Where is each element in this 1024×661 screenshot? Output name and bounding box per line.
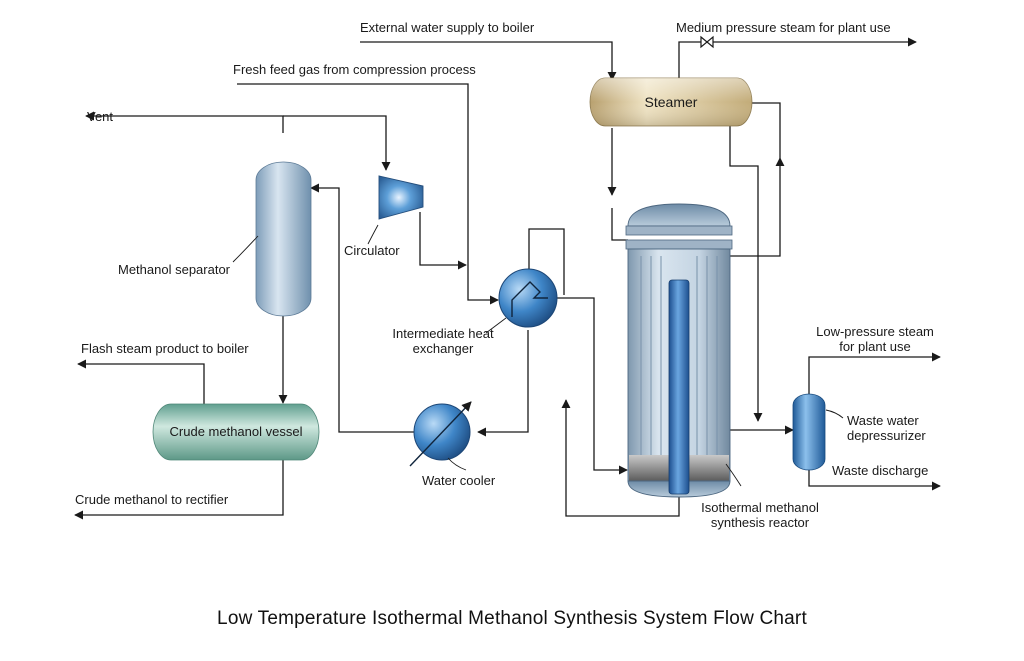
exchanger-to-cooler-line <box>477 330 529 437</box>
water-cooler <box>409 401 472 467</box>
intermediate-hx-label-line2: exchanger <box>412 341 474 356</box>
intermediate-hx-label-line1: Intermediate heat <box>392 326 494 341</box>
isothermal-reactor <box>625 203 733 498</box>
intermediate-heat-exchanger <box>498 268 558 328</box>
waste-water-label-line2: depressurizer <box>847 428 926 443</box>
waste-water-label-line1: Waste water <box>847 413 919 428</box>
exchanger-to-reactor-line <box>556 297 628 475</box>
cooler-to-separator-line <box>310 183 414 433</box>
vent-label: Vent <box>87 109 114 124</box>
steamer-to-reactor-line <box>611 208 628 241</box>
methanol-separator-label: Methanol separator <box>118 262 231 277</box>
waste-discharge-label: Waste discharge <box>832 463 929 478</box>
steamer <box>589 77 753 127</box>
fresh-feed-line <box>237 83 499 305</box>
intermediate-hx-label: Intermediate heat exchanger <box>378 326 508 356</box>
reactor-label: Isothermal methanol synthesis reactor <box>690 500 830 530</box>
reactor-label-line1: Isothermal methanol <box>701 500 819 515</box>
steamer-label: Steamer <box>644 94 698 110</box>
waste-water-depressurizer-label: Waste water depressurizer <box>847 413 926 443</box>
circulator-to-exchanger-line <box>419 212 467 270</box>
methanol-separator <box>255 161 312 317</box>
circulator-label: Circulator <box>344 243 400 258</box>
flash-steam-label: Flash steam product to boiler <box>81 341 249 356</box>
waste-discharge-line <box>808 468 941 491</box>
external-water-line <box>360 41 617 81</box>
medium-steam-line <box>678 37 917 78</box>
circulator <box>378 175 424 220</box>
low-pressure-steam-label-line1: Low-pressure steam <box>816 324 934 339</box>
process-lines <box>74 37 941 520</box>
steamer-to-depressurizer-line <box>729 125 763 422</box>
leader-lines <box>232 224 844 487</box>
low-pressure-steam-line <box>808 352 941 398</box>
crude-to-rectifier-label: Crude methanol to rectifier <box>75 492 229 507</box>
low-pressure-steam-label-line2: for plant use <box>839 339 911 354</box>
waste-water-depressurizer <box>792 393 826 471</box>
riser-to-steamer-line <box>752 102 781 158</box>
water-cooler-label: Water cooler <box>422 473 496 488</box>
diagram-title: Low Temperature Isothermal Methanol Synt… <box>217 608 807 629</box>
low-pressure-steam-label: Low-pressure steam for plant use <box>800 324 950 354</box>
reactor-label-line2: synthesis reactor <box>710 515 810 530</box>
vent-line <box>85 111 284 133</box>
exchanger-loop-line <box>528 228 565 296</box>
crude-to-rectifier-line <box>74 460 284 520</box>
external-water-label: External water supply to boiler <box>360 20 535 35</box>
medium-steam-label: Medium pressure steam for plant use <box>676 20 891 35</box>
crude-methanol-vessel <box>152 403 320 461</box>
valve-icon <box>700 35 714 49</box>
fresh-feed-label: Fresh feed gas from compression process <box>233 62 476 77</box>
reactor-riser-line <box>730 157 785 257</box>
flash-steam-line <box>77 359 205 404</box>
reactor-outlet-line <box>561 399 680 517</box>
separator-to-circulator-line <box>283 115 391 171</box>
crude-methanol-vessel-label: Crude methanol vessel <box>169 424 303 439</box>
